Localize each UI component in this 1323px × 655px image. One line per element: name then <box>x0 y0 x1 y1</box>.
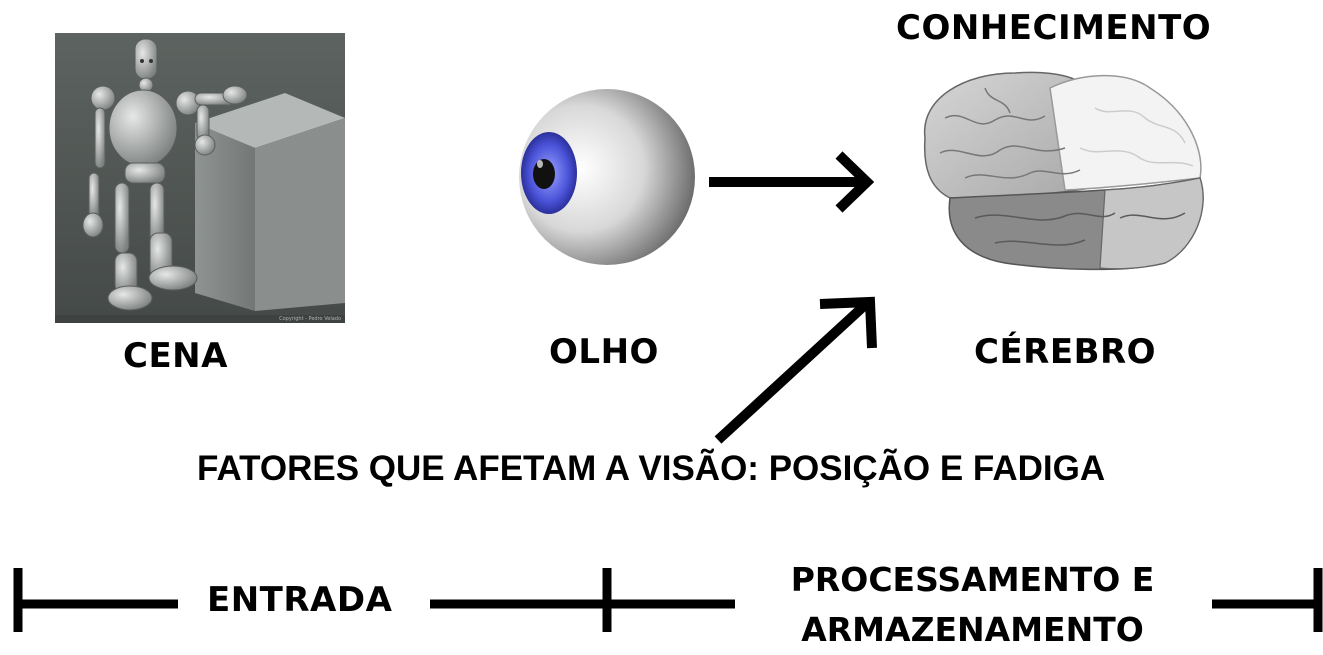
scene-copyright: Copyright - Pedro Velado <box>279 316 341 322</box>
arrow-eye-to-brain <box>709 151 875 213</box>
timeline-processing-line1: PROCESSAMENTO E <box>790 560 1155 599</box>
factors-text: FATORES QUE AFETAM A VISÃO: POSIÇÃO E FA… <box>197 449 1106 488</box>
scene-image: Copyright - Pedro Velado <box>55 33 345 323</box>
eye-label: OLHO <box>549 332 659 372</box>
brain-label: CÉREBRO <box>974 332 1157 372</box>
knowledge-title: CONHECIMENTO <box>896 8 1212 48</box>
scene-label: CENA <box>123 336 228 376</box>
timeline-bar <box>13 568 1323 632</box>
timeline-processing-label: PROCESSAMENTO E ARMAZENAMENTO <box>745 555 1200 655</box>
timeline-input-label: ENTRADA <box>207 580 393 620</box>
arrow-factors-to-brain <box>714 296 877 444</box>
timeline-processing-line2: ARMAZENAMENTO <box>801 610 1144 649</box>
eye-image <box>519 89 695 265</box>
brain-image <box>923 71 1204 271</box>
